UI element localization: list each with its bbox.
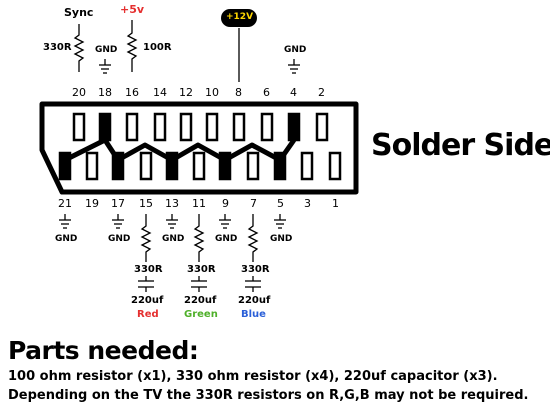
label-gnd-4: GND (284, 45, 307, 55)
pin-number-19: 19 (85, 197, 99, 210)
label-color-green: Green (184, 309, 218, 320)
pin-number-8: 8 (235, 86, 242, 99)
pin-slot-7 (246, 151, 260, 181)
pin-slot-10 (205, 112, 219, 142)
label-resistor-100r: 100R (143, 42, 172, 53)
label-gnd-5: GND (270, 234, 293, 244)
pin-number-15: 15 (139, 197, 153, 210)
label-resistor-green: 330R (187, 264, 216, 275)
pin-slot-18 (98, 112, 112, 142)
label-resistor-blue: 330R (241, 264, 270, 275)
pin-number-4: 4 (290, 86, 297, 99)
pin-number-2: 2 (318, 86, 325, 99)
pin-slot-17 (111, 151, 125, 181)
pin-number-21: 21 (58, 197, 72, 210)
label-gnd-9: GND (215, 234, 238, 244)
pin-slot-5 (273, 151, 287, 181)
resistor-blue (247, 214, 259, 262)
label-gnd-13: GND (162, 234, 185, 244)
ground-bus-wire (63, 137, 297, 163)
pin-number-9: 9 (222, 197, 229, 210)
solder-side-heading: Solder Side (371, 128, 550, 163)
pin-number-5: 5 (277, 197, 284, 210)
bottom-wiring (59, 214, 286, 292)
pin-slot-12 (179, 112, 193, 142)
pin-slot-19 (85, 151, 99, 181)
pin-slot-11 (192, 151, 206, 181)
label-sync: Sync (64, 6, 94, 19)
pin-number-11: 11 (192, 197, 206, 210)
pin-number-1: 1 (332, 197, 339, 210)
label-color-red: Red (137, 309, 159, 320)
label-resistor-330r-sync: 330R (43, 42, 72, 53)
label-cap-green: 220uf (184, 295, 217, 306)
sync-resistor (73, 24, 85, 72)
label-resistor-red: 330R (134, 264, 163, 275)
label-color-blue: Blue (241, 309, 266, 320)
pin-number-3: 3 (304, 197, 311, 210)
label-plus-12v: +12V (226, 12, 254, 22)
resistor-100r (126, 20, 138, 72)
pin-slot-21 (58, 151, 72, 181)
label-gnd-18: GND (95, 45, 118, 55)
label-gnd-17: GND (108, 234, 131, 244)
pin-slot-13 (165, 151, 179, 181)
pin-slot-20 (72, 112, 86, 142)
pin-number-6: 6 (263, 86, 270, 99)
bottom-pin-slots (58, 151, 342, 181)
pin-slot-4 (287, 112, 301, 142)
resistor-red (140, 214, 152, 262)
pin-number-18: 18 (98, 86, 112, 99)
label-cap-red: 220uf (131, 295, 164, 306)
pin-slot-1 (328, 151, 342, 181)
pin-number-14: 14 (153, 86, 167, 99)
pin-slot-3 (300, 151, 314, 181)
label-plus-5v: +5v (120, 3, 145, 16)
pin-slot-15 (139, 151, 153, 181)
pin-number-7: 7 (250, 197, 257, 210)
label-gnd-21: GND (55, 234, 78, 244)
parts-note-line: Depending on the TV the 330R resistors o… (8, 388, 529, 403)
pin-number-17: 17 (111, 197, 125, 210)
top-wiring (73, 20, 300, 82)
pin-number-20: 20 (72, 86, 86, 99)
pin-number-16: 16 (125, 86, 139, 99)
pin-number-12: 12 (179, 86, 193, 99)
pin-slot-6 (260, 112, 274, 142)
pin-slot-9 (218, 151, 232, 181)
resistor-green (193, 214, 205, 262)
pin-slot-2 (315, 112, 329, 142)
badge-12v (221, 9, 257, 27)
pin-slot-16 (125, 112, 139, 142)
parts-needed-title: Parts needed: (8, 336, 199, 365)
pin-number-13: 13 (165, 197, 179, 210)
pin-number-10: 10 (205, 86, 219, 99)
pin-slot-8 (232, 112, 246, 142)
parts-list-line: 100 ohm resistor (x1), 330 ohm resistor … (8, 369, 498, 384)
label-cap-blue: 220uf (238, 295, 271, 306)
pin-slot-14 (153, 112, 167, 142)
